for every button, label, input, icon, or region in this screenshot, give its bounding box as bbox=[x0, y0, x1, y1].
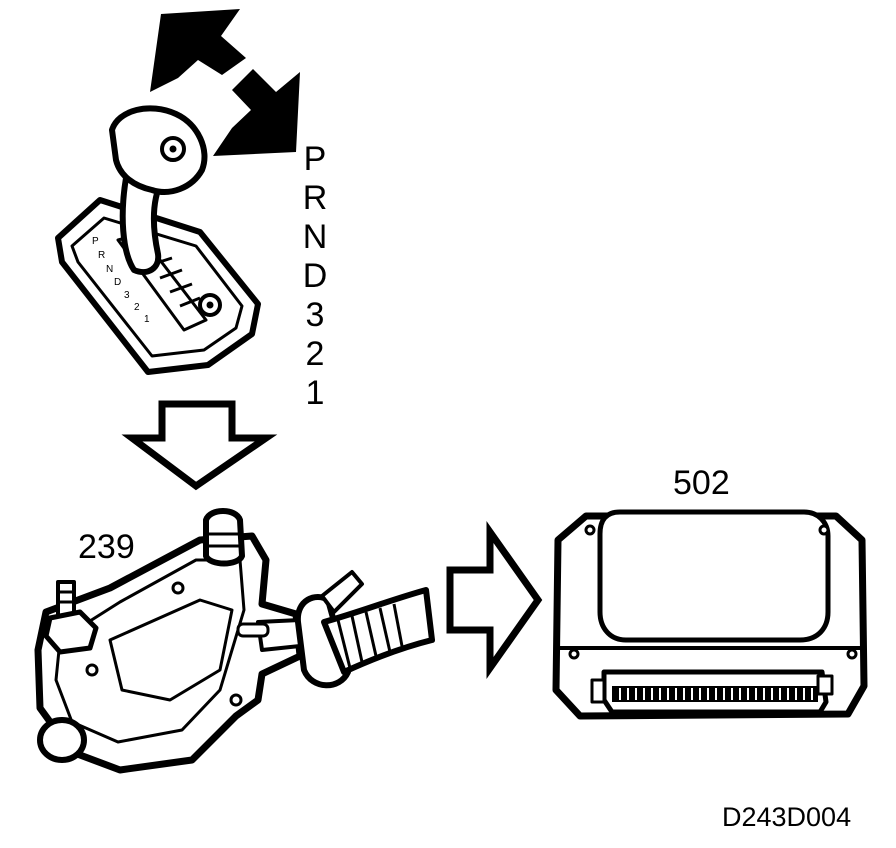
arrow-down-icon bbox=[121, 400, 278, 491]
gear-position-2: 2 bbox=[305, 335, 325, 373]
svg-text:3: 3 bbox=[124, 290, 130, 301]
shift-lever bbox=[119, 175, 165, 275]
shift-knob bbox=[109, 105, 208, 195]
figure-id: D243D004 bbox=[722, 802, 852, 832]
control-module-illustration bbox=[552, 509, 868, 720]
connector-pins bbox=[619, 688, 813, 700]
gear-position-p: P bbox=[303, 140, 327, 178]
control-module-label: 502 bbox=[673, 464, 730, 502]
gear-position-d: D bbox=[302, 257, 328, 295]
gear-position-3: 3 bbox=[305, 296, 325, 334]
svg-text:1: 1 bbox=[144, 314, 150, 325]
switch-cylinder bbox=[37, 717, 87, 763]
double-arrow-icon bbox=[150, 9, 300, 156]
gear-position-1: 1 bbox=[305, 374, 325, 412]
gear-position-r: R bbox=[302, 179, 328, 217]
svg-text:N: N bbox=[106, 264, 113, 275]
switch-stud bbox=[56, 580, 76, 618]
gear-position-n: N bbox=[302, 218, 328, 256]
top-fitting bbox=[203, 508, 245, 567]
gear-position-list: P R N D 3 2 1 bbox=[300, 140, 330, 413]
svg-text:R: R bbox=[98, 250, 105, 261]
arrow-right-icon bbox=[446, 520, 543, 680]
svg-text:D: D bbox=[114, 277, 121, 288]
gear-selector-switch-illustration bbox=[34, 508, 435, 774]
svg-text:2: 2 bbox=[134, 302, 140, 313]
selector-switch-label: 239 bbox=[78, 528, 135, 566]
module-cover bbox=[597, 509, 831, 643]
svg-text:P: P bbox=[92, 236, 99, 247]
wiring-cable bbox=[321, 587, 435, 675]
